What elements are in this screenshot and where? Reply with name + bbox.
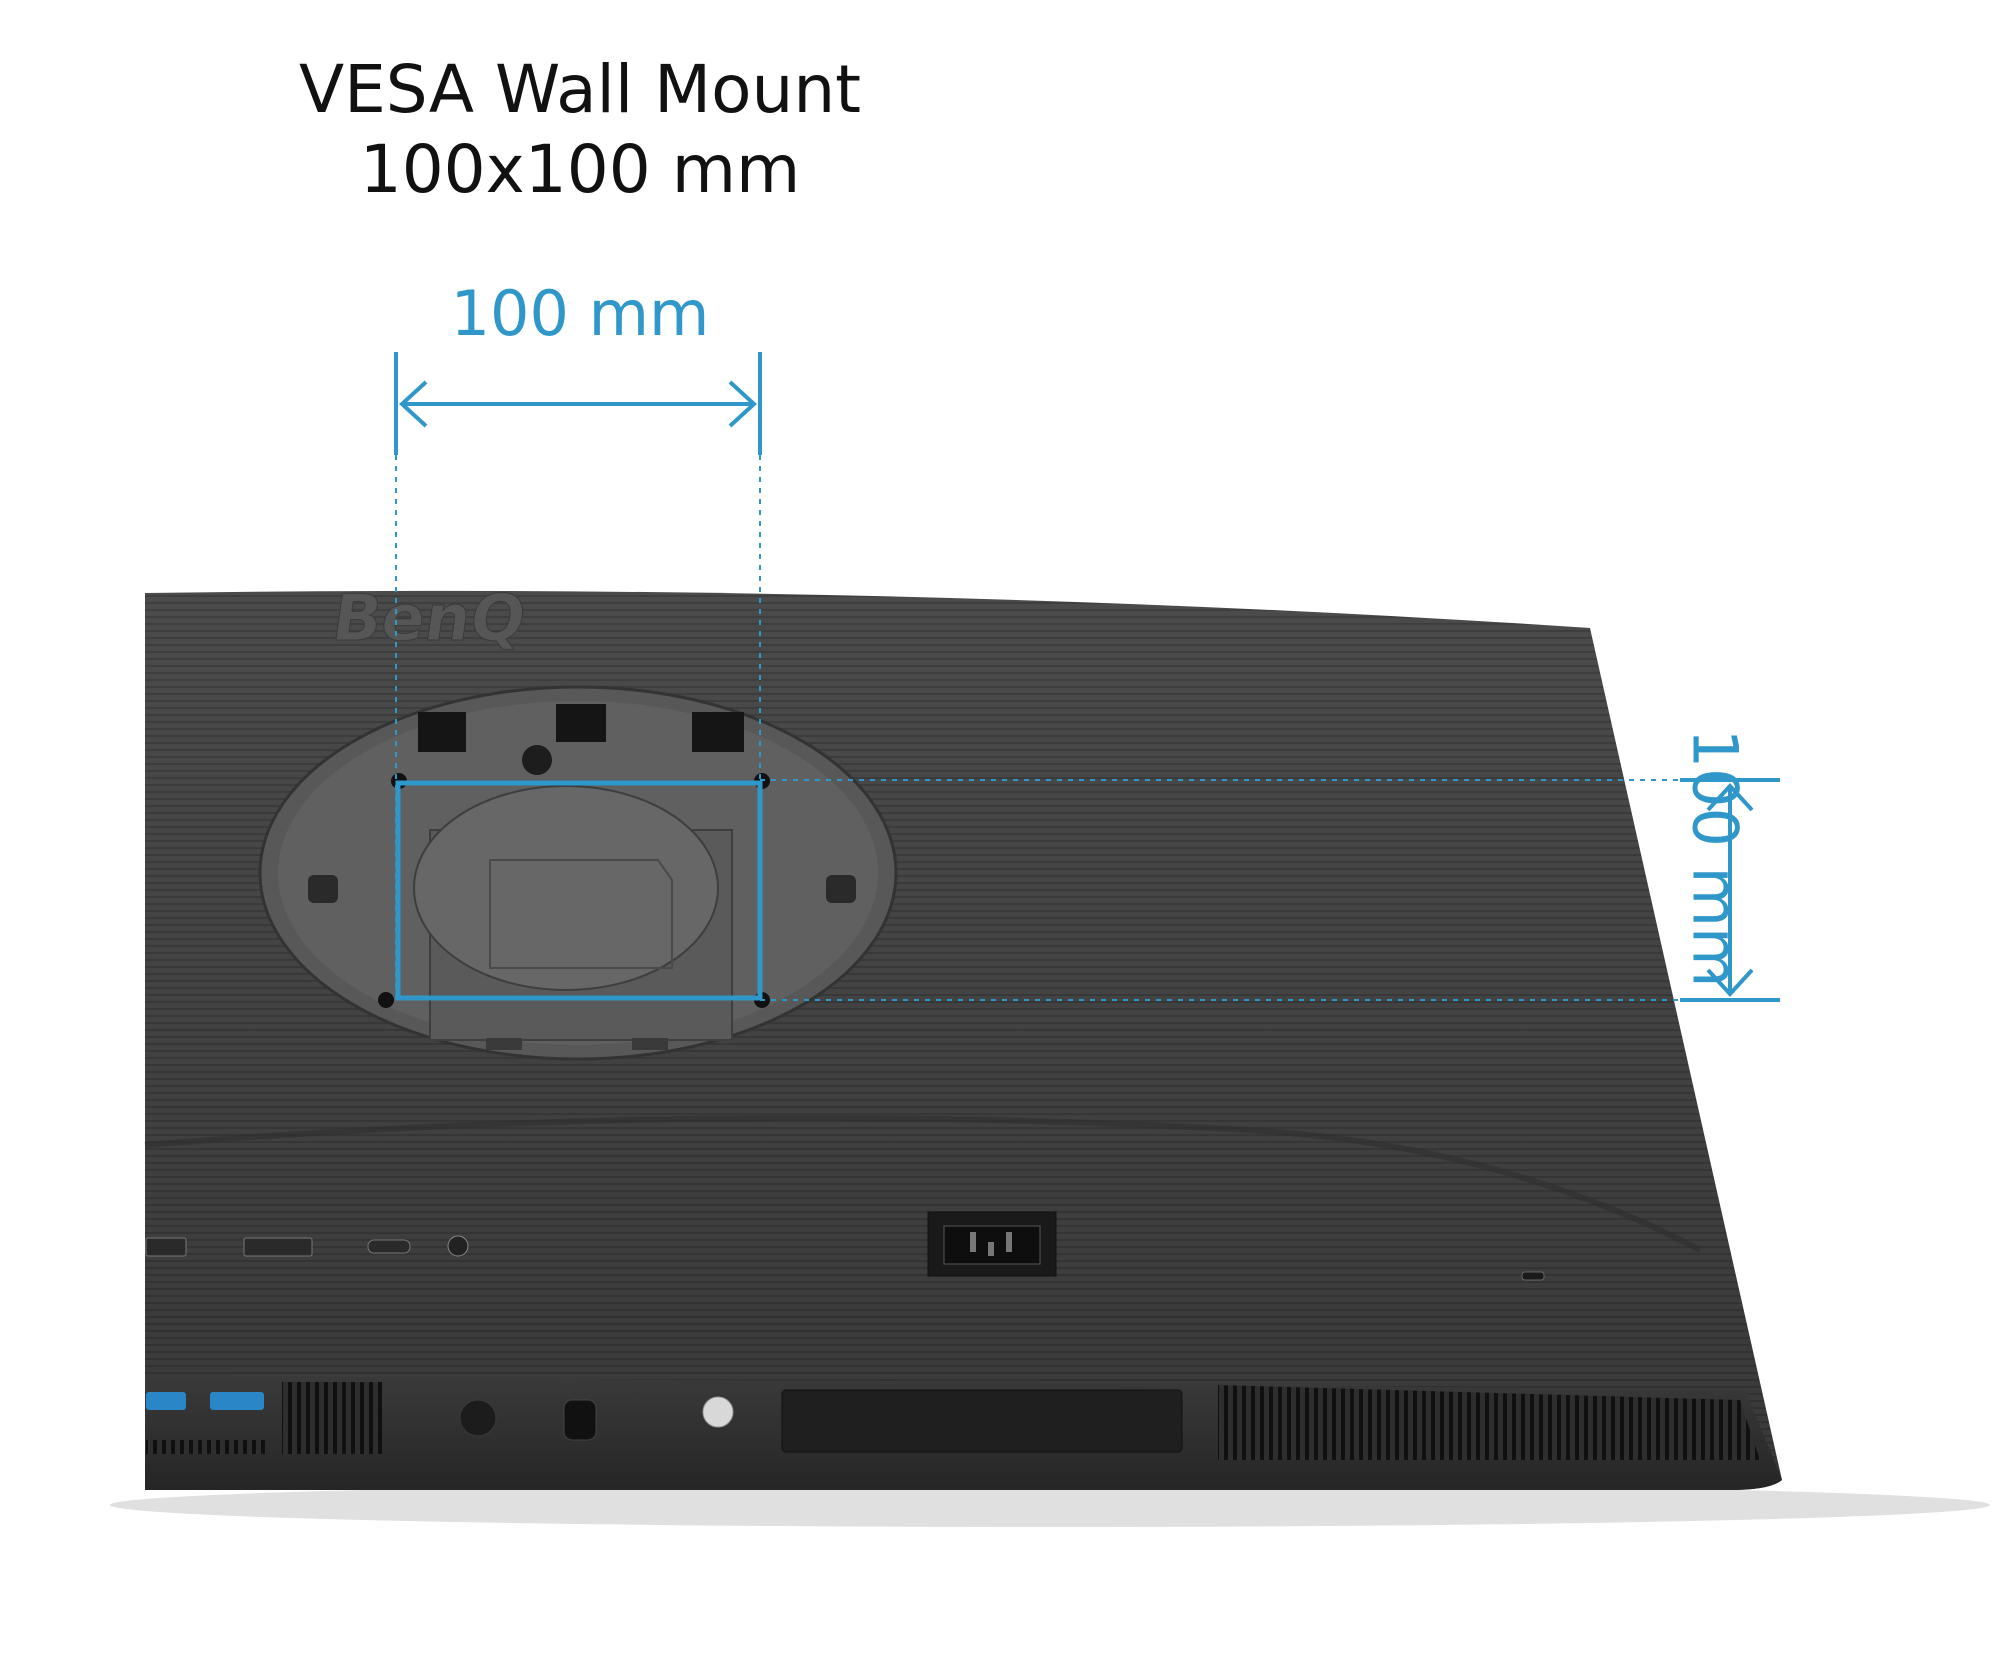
power-button-icon: [702, 1396, 734, 1428]
lower-housing-contour: [144, 1115, 1702, 1253]
title-line-1: VESA Wall Mount: [298, 51, 862, 128]
vent-grille: [1218, 1385, 1760, 1460]
displayport-icon: [243, 1237, 313, 1257]
vent-grille: [146, 1440, 266, 1454]
horizontal-dimension-label: 100 mm: [450, 277, 710, 350]
port-panel: [145, 1211, 1545, 1281]
vertical-dimension-label: 100 mm: [1678, 728, 1752, 988]
page-title: VESA Wall Mount 100x100 mm: [200, 50, 960, 210]
audio-jack-icon: [447, 1235, 469, 1257]
mount-slot: [692, 712, 744, 752]
kensington-lock-icon: [1521, 1271, 1545, 1281]
usb-a-port-icon: [210, 1392, 264, 1410]
brand-logo: BenQ: [328, 581, 531, 656]
bottom-controls: [146, 1382, 1760, 1460]
floor-shadow: [110, 1483, 1990, 1527]
joystick-icon: [563, 1399, 597, 1441]
title-line-2: 100x100 mm: [359, 131, 801, 208]
mount-slot: [418, 712, 466, 752]
usb-c-port-icon: [367, 1239, 411, 1254]
mount-hole: [522, 745, 552, 775]
vesa-square-outline: [395, 780, 763, 1001]
mount-slot: [556, 704, 606, 742]
vertical-dimension: [760, 778, 1780, 1002]
hdmi-port-icon: [145, 1237, 187, 1257]
label-plate: [781, 1389, 1183, 1453]
usb-a-port-icon: [146, 1392, 186, 1410]
vesa-mount-area: [258, 685, 898, 1061]
vent-grille: [282, 1382, 382, 1454]
